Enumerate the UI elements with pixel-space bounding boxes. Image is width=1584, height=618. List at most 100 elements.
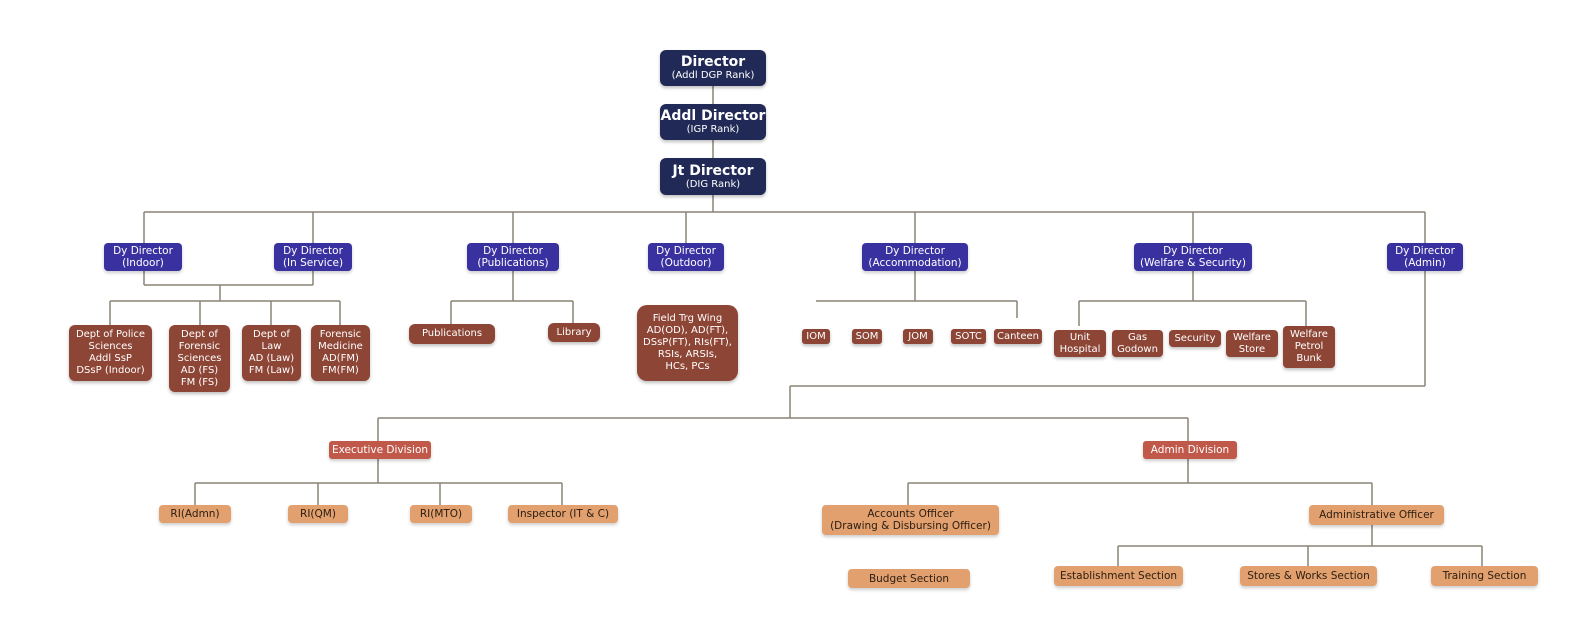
unit-line: Dept of: [181, 328, 218, 340]
accounts-officer-sub: (Drawing & Disbursing Officer): [830, 520, 991, 532]
unit-line: AD (Law): [248, 353, 295, 364]
director-rank: (Addl DGP Rank): [671, 70, 755, 81]
section-label: Inspector (IT & C): [516, 508, 610, 520]
executive-division: Executive Division: [329, 441, 431, 459]
director-title: Director: [680, 54, 746, 70]
unit-line: Medicine: [318, 341, 363, 352]
unit-line: SOTC: [955, 330, 982, 342]
training-section: Training Section: [1431, 566, 1538, 586]
unit-line: Field Trg Wing: [652, 313, 723, 324]
welfare-store: Welfare Store: [1226, 330, 1278, 357]
unit-line: Store: [1238, 343, 1266, 355]
section-label: Training Section: [1442, 570, 1527, 582]
dy-director-publications-title: Dy Director: [483, 245, 543, 257]
unit-line: AD(FM): [322, 353, 359, 364]
dy-director-accommodation-sub: (Accommodation): [868, 257, 962, 269]
dy-director-outdoor-title: Dy Director: [656, 245, 716, 257]
addl-director-title: Addl Director: [660, 108, 766, 124]
dy-director-in-service: Dy Director (In Service): [274, 243, 352, 271]
canteen-unit: Canteen: [994, 329, 1042, 344]
section-label: RI(MTO): [419, 508, 463, 520]
section-label: Stores & Works Section: [1247, 570, 1370, 582]
dy-director-admin: Dy Director (Admin): [1387, 243, 1463, 271]
unit-line: Godown: [1117, 343, 1158, 355]
unit-line: Unit: [1069, 331, 1091, 343]
jt-director-title: Jt Director: [672, 162, 754, 179]
unit-line: Gas: [1127, 331, 1148, 343]
unit-line: Forensic: [319, 329, 362, 340]
unit-line: AD (FS): [180, 364, 219, 376]
dept-forensic-sciences: Dept of Forensic Sciences AD (FS) FM (FS…: [169, 325, 230, 392]
library-label: Library: [556, 326, 592, 338]
dy-director-admin-sub: (Admin): [1404, 257, 1446, 269]
unit-line: Petrol: [1294, 341, 1324, 352]
som-unit: SOM: [852, 329, 882, 344]
welfare-petrol-bunk: Welfare Petrol Bunk: [1283, 326, 1335, 368]
director-node: Director (Addl DGP Rank): [660, 50, 766, 86]
unit-hospital: Unit Hospital: [1054, 330, 1106, 357]
unit-line: FM (FS): [180, 376, 219, 388]
dy-director-accommodation: Dy Director (Accommodation): [862, 243, 968, 271]
administrative-officer: Administrative Officer: [1309, 505, 1444, 525]
executive-division-label: Executive Division: [331, 444, 429, 456]
unit-line: AD(OD), AD(FT),: [646, 325, 729, 336]
section-label: RI(Admn): [170, 508, 220, 520]
section-label: Establishment Section: [1059, 570, 1178, 582]
publications-unit: Publications: [409, 324, 495, 344]
section-label: RI(QM): [300, 508, 336, 520]
unit-line: Security: [1174, 332, 1216, 344]
unit-line: JOM: [908, 330, 928, 342]
dy-director-in-service-sub: (In Service): [282, 257, 344, 269]
forensic-medicine: Forensic Medicine AD(FM) FM(FM): [311, 325, 370, 381]
budget-section: Budget Section: [848, 569, 970, 588]
unit-line: Dept of Police: [75, 329, 146, 340]
unit-line: Sciences: [177, 352, 222, 364]
dy-director-admin-title: Dy Director: [1395, 245, 1455, 257]
dy-director-welfare-title: Dy Director: [1163, 245, 1223, 257]
dept-law: Dept of Law AD (Law) FM (Law): [242, 325, 301, 381]
unit-line: RSIs, ARSIs,: [657, 349, 718, 360]
administrative-officer-label: Administrative Officer: [1319, 509, 1434, 521]
jt-director-rank: (DIG Rank): [685, 178, 741, 190]
unit-line: Sciences: [88, 341, 133, 352]
accounts-officer-title: Accounts Officer: [867, 508, 954, 520]
unit-line: Welfare: [1290, 329, 1328, 340]
unit-line: Law: [261, 341, 282, 352]
addl-director-node: Addl Director (IGP Rank): [660, 104, 766, 140]
dy-director-outdoor-sub: (Outdoor): [660, 257, 712, 269]
addl-director-rank: (IGP Rank): [686, 124, 740, 135]
unit-line: Forensic: [178, 340, 221, 352]
jom-unit: JOM: [903, 329, 933, 344]
unit-line: DSsP (Indoor): [76, 365, 145, 376]
sotc-unit: SOTC: [951, 329, 986, 344]
admin-division: Admin Division: [1143, 441, 1237, 459]
dept-police-sciences: Dept of Police Sciences Addl SsP DSsP (I…: [69, 325, 152, 381]
library-unit: Library: [548, 323, 600, 342]
dy-director-outdoor: Dy Director (Outdoor): [648, 243, 724, 271]
publications-label: Publications: [421, 328, 483, 339]
unit-line: SOM: [855, 330, 879, 342]
dy-director-indoor: Dy Director (Indoor): [104, 243, 182, 271]
budget-section-label: Budget Section: [868, 572, 950, 585]
gas-godown: Gas Godown: [1112, 330, 1163, 357]
unit-line: IOM: [806, 330, 826, 342]
unit-line: FM(FM): [322, 365, 359, 376]
dy-director-welfare-security: Dy Director (Welfare & Security): [1134, 243, 1252, 271]
ri-admn: RI(Admn): [159, 505, 231, 523]
unit-line: FM (Law): [248, 365, 295, 376]
dy-director-publications: Dy Director (Publications): [467, 243, 559, 271]
iom-unit: IOM: [802, 329, 830, 344]
unit-line: Hospital: [1059, 343, 1101, 355]
dy-director-welfare-sub: (Welfare & Security): [1140, 257, 1246, 269]
ri-qm: RI(QM): [288, 505, 348, 523]
unit-line: Addl SsP: [89, 353, 132, 364]
admin-division-label: Admin Division: [1150, 444, 1230, 456]
unit-line: DSsP(FT), RIs(FT),: [643, 337, 732, 348]
unit-line: Canteen: [996, 330, 1039, 342]
inspector-it-c: Inspector (IT & C): [508, 505, 618, 523]
unit-line: HCs, PCs: [665, 361, 710, 372]
security-unit: Security: [1169, 330, 1221, 347]
dy-director-indoor-sub: (Indoor): [122, 257, 164, 269]
